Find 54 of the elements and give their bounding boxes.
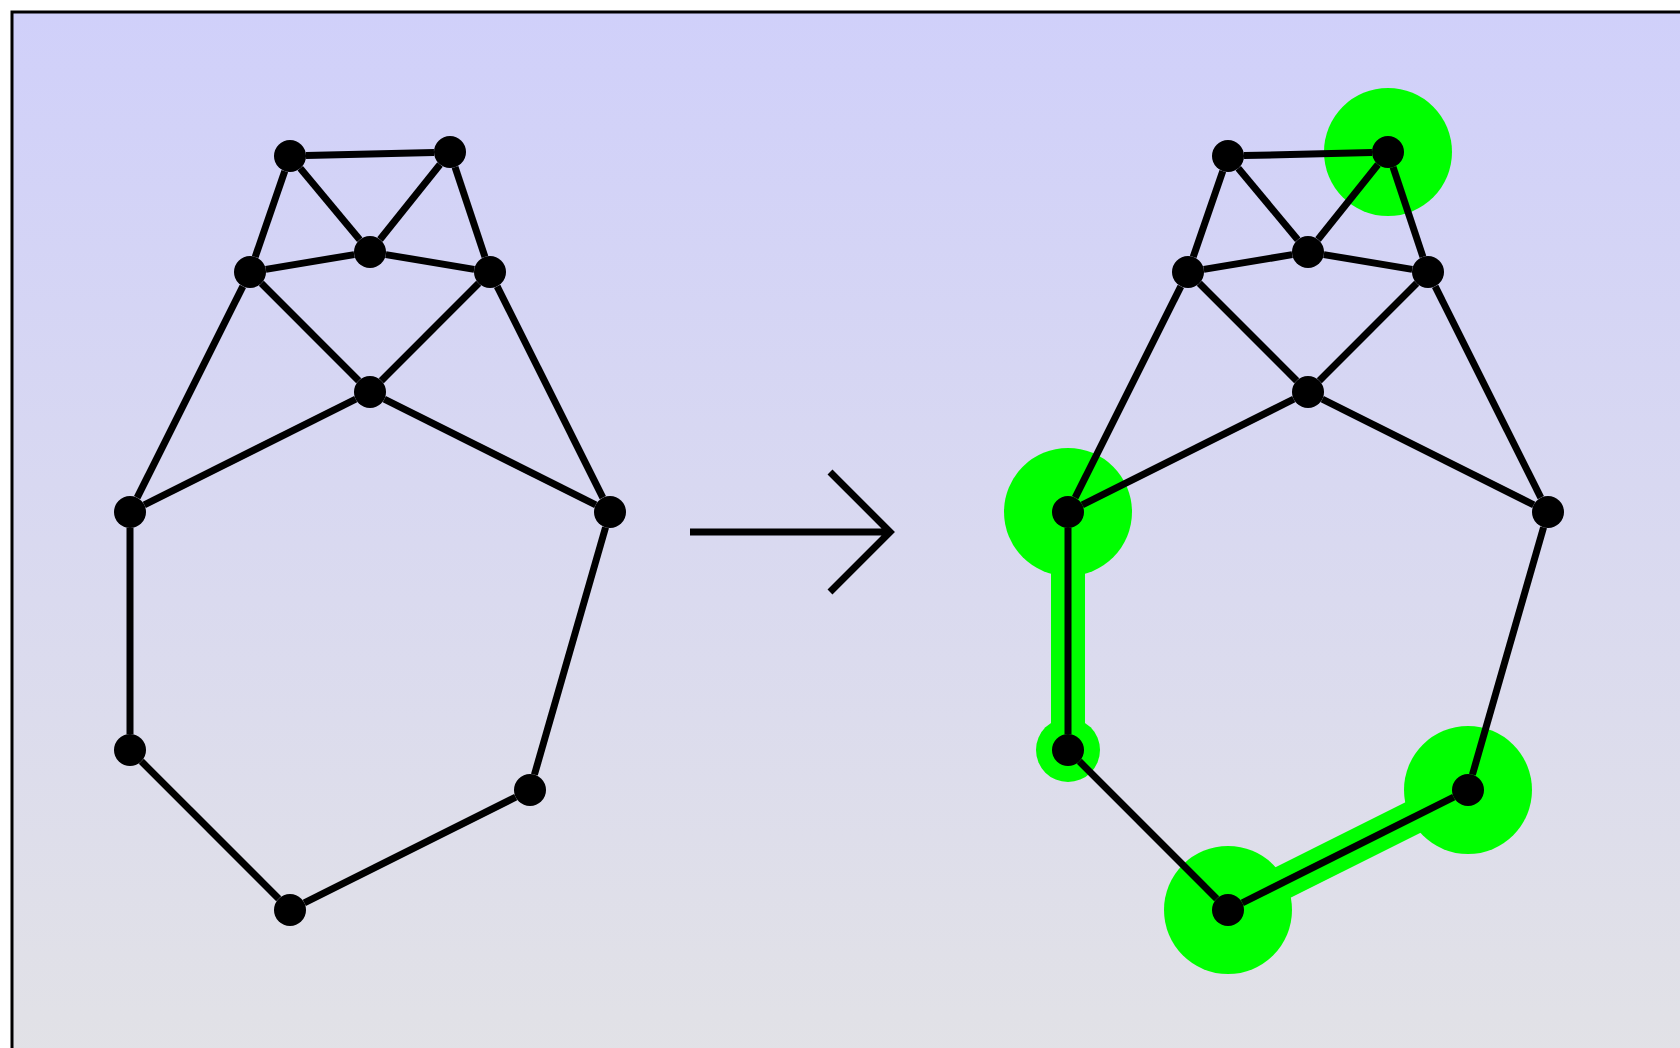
graph-edge xyxy=(134,284,246,500)
graph-edge xyxy=(297,166,363,242)
graph-edge xyxy=(385,251,475,273)
vertex-dot xyxy=(434,136,466,168)
vertex-dot xyxy=(114,496,146,528)
vertex-dot xyxy=(1412,256,1444,288)
vertex-dot xyxy=(1052,496,1084,528)
graph-edge xyxy=(1323,251,1413,273)
graph-edge xyxy=(1072,284,1184,500)
graph-edge xyxy=(1316,280,1420,384)
vertex-dot xyxy=(1292,236,1324,268)
graph-edge xyxy=(377,162,443,242)
vertex-dot xyxy=(514,774,546,806)
vertex-dot xyxy=(1212,894,1244,926)
vertex-dot xyxy=(474,256,506,288)
vertex-dot xyxy=(274,894,306,926)
graph-edge xyxy=(1432,284,1544,500)
graph-edge xyxy=(142,396,358,508)
graph-edge xyxy=(302,794,518,906)
vertex-dot xyxy=(1292,376,1324,408)
vertex-dot xyxy=(1452,774,1484,806)
graph-edge xyxy=(258,280,362,384)
vertex-dot xyxy=(274,140,306,172)
graph-edge xyxy=(126,528,134,734)
graph-edge xyxy=(138,758,282,902)
vertex-dot xyxy=(1532,496,1564,528)
vertex-dot xyxy=(1052,734,1084,766)
graph-edge xyxy=(378,280,482,384)
graph-edge xyxy=(1320,396,1536,508)
vertex-dot xyxy=(1172,256,1204,288)
graph-edge xyxy=(265,251,355,273)
graph-edge xyxy=(1389,166,1427,258)
graph-edge xyxy=(451,166,489,258)
vertex-dot xyxy=(1212,140,1244,172)
graph-edge xyxy=(1076,758,1220,902)
graph-edge xyxy=(251,170,289,258)
graph-edge xyxy=(531,526,609,776)
graph-edge xyxy=(1203,251,1293,273)
vertex-dot xyxy=(354,236,386,268)
vertex-dot xyxy=(1372,136,1404,168)
graph-edge xyxy=(1080,396,1296,508)
graph-edge xyxy=(1469,526,1547,776)
vertex-dot xyxy=(594,496,626,528)
graph-edge xyxy=(1315,162,1381,242)
vertex-dot xyxy=(354,376,386,408)
graph-edge xyxy=(1189,170,1227,258)
graph-edge xyxy=(1235,166,1301,242)
graph-edge xyxy=(305,148,435,160)
graph-edge xyxy=(382,396,598,508)
graph-edge xyxy=(1243,148,1373,160)
graph-edge xyxy=(1196,280,1300,384)
vertex-dot xyxy=(114,734,146,766)
vertex-dot xyxy=(234,256,266,288)
graph-edge xyxy=(494,284,606,500)
